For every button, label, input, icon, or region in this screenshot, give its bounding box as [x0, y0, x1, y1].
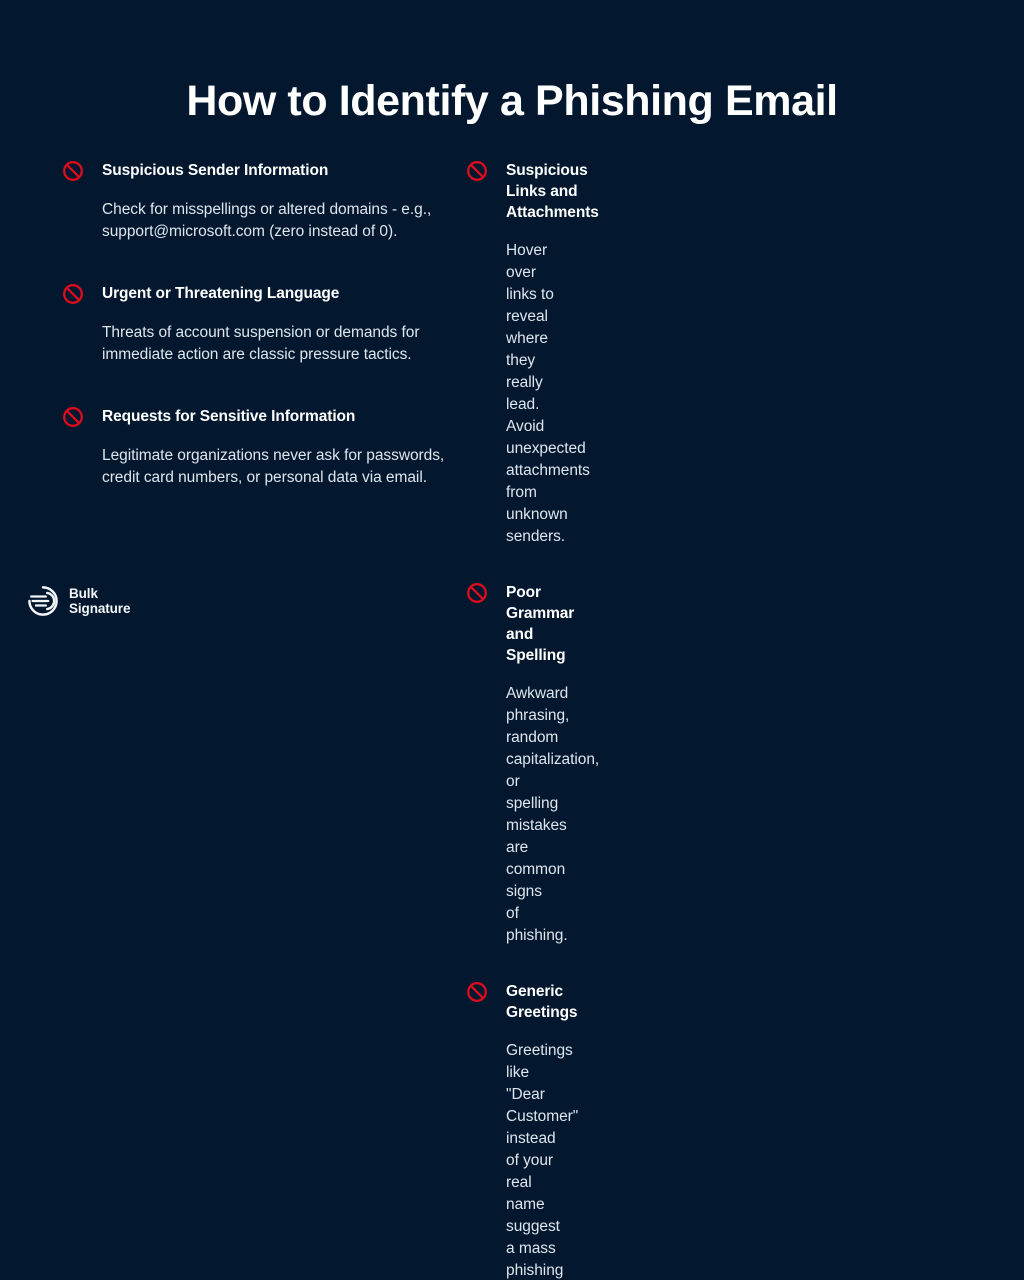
prohibition-icon — [467, 583, 487, 603]
tip-item: Requests for Sensitive Information Legit… — [62, 406, 466, 489]
tip-item: Suspicious Sender Information Check for … — [62, 160, 466, 243]
logo-line-1: Bulk — [69, 585, 98, 601]
tip-title: Suspicious Sender Information — [102, 162, 329, 179]
brand-logo: Bulk Signature — [26, 584, 130, 618]
tip-title: Suspicious Links and Attachments — [506, 162, 599, 221]
tip-title: Generic Greetings — [506, 983, 578, 1021]
tip-body: Hover over links to reveal where they re… — [506, 242, 590, 545]
tip-body: Greetings like "Dear Customer" instead o… — [506, 1042, 579, 1279]
prohibition-icon — [467, 161, 487, 181]
bulk-signature-logo-icon — [28, 586, 58, 616]
tip-body: Awkward phrasing, random capitalization,… — [506, 685, 600, 944]
tip-body: Threats of account suspension or demands… — [102, 324, 420, 363]
tip-header: Urgent or Threatening Language — [62, 283, 466, 305]
tip-item: Generic Greetings Greetings like "Dear C… — [466, 981, 579, 1280]
tip-item: Poor Grammar and Spelling Awkward phrasi… — [466, 582, 600, 947]
page-title: How to Identify a Phishing Email — [186, 77, 838, 125]
tip-title: Urgent or Threatening Language — [102, 285, 340, 302]
tip-title: Requests for Sensitive Information — [102, 408, 356, 425]
prohibition-icon — [63, 407, 83, 427]
logo-wordmark: Bulk Signature — [69, 586, 130, 617]
tip-body: Check for misspellings or altered domain… — [102, 201, 432, 240]
infographic-slide: How to Identify a Phishing Email Suspici… — [26, 77, 839, 1279]
tip-title: Poor Grammar and Spelling — [506, 584, 575, 664]
prohibition-icon — [63, 161, 83, 181]
tip-header: Suspicious Sender Information — [62, 160, 466, 182]
prohibition-icon — [467, 982, 487, 1002]
tip-item: Urgent or Threatening Language Threats o… — [62, 283, 466, 366]
tip-body: Legitimate organizations never ask for p… — [102, 447, 445, 486]
prohibition-icon — [63, 284, 83, 304]
tip-list-left: Suspicious Sender Information Check for … — [62, 160, 466, 489]
tip-header: Generic Greetings — [466, 981, 578, 1023]
tip-header: Requests for Sensitive Information — [62, 406, 466, 428]
logo-line-2: Signature — [69, 601, 131, 616]
tip-header: Poor Grammar and Spelling — [466, 582, 574, 666]
tips-column-left: Suspicious Sender Information Check for … — [0, 160, 466, 1280]
tips-columns: Suspicious Sender Information Check for … — [0, 160, 1024, 1280]
tip-item: Suspicious Links and Attachments Hover o… — [466, 160, 599, 548]
tip-list-right: Suspicious Links and Attachments Hover o… — [466, 160, 600, 1280]
tips-column-right: Suspicious Links and Attachments Hover o… — [0, 160, 600, 1280]
tip-header: Suspicious Links and Attachments — [466, 160, 599, 223]
